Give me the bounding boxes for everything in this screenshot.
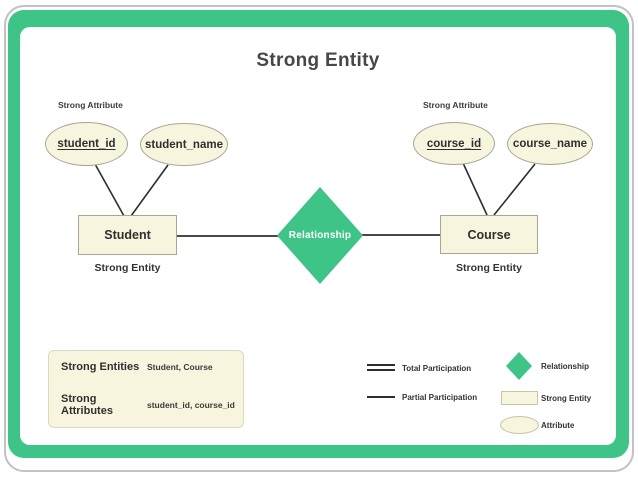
summary-row-entities: Strong Entities Student, Course: [61, 361, 231, 373]
summary-term: Strong Entities: [61, 361, 140, 373]
attribute-symbol: [500, 416, 539, 434]
attribute-label: student_id: [57, 138, 116, 150]
partial-participation-symbol: [367, 396, 395, 398]
summary-term: Strong Attributes: [61, 393, 113, 417]
partial-participation-label: Partial Participation: [402, 393, 478, 402]
right-strong-attribute-label: Strong Attribute: [423, 100, 488, 110]
left-strong-entity-caption: Strong Entity: [94, 262, 161, 274]
entity-student: Student: [78, 215, 177, 255]
summary-box: Strong Entities Student, Course Strong A…: [48, 350, 244, 428]
total-participation-symbol: [367, 364, 395, 371]
attribute-label: student_name: [145, 138, 223, 151]
strong-entity-symbol: [501, 391, 538, 405]
summary-value: student_id, course_id: [147, 400, 235, 410]
total-participation-label: Total Participation: [402, 364, 472, 373]
page-title: Strong Entity: [256, 50, 380, 71]
left-strong-attribute-label: Strong Attribute: [58, 100, 123, 110]
entity-course: Course: [440, 215, 538, 254]
summary-value: Student, Course: [147, 362, 213, 372]
attribute-ellipse-student-id: student_id: [45, 122, 128, 166]
attribute-ellipse-student-name: student_name: [140, 123, 228, 166]
relationship-label: Relationship: [288, 230, 352, 241]
relationship-legend-label: Relationship: [541, 362, 590, 371]
attribute-label: course_id: [426, 137, 482, 150]
attribute-legend-label: Attribute: [541, 421, 575, 430]
strong-entity-legend-label: Strong Entity: [541, 394, 592, 403]
attribute-ellipse-course-name: course_name: [507, 123, 593, 165]
right-strong-entity-caption: Strong Entity: [456, 262, 522, 274]
attribute-label: course_name: [512, 138, 588, 150]
summary-row-attributes: Strong Attributes student_id, course_id: [61, 393, 235, 417]
attribute-ellipse-course-id: course_id: [413, 122, 495, 165]
